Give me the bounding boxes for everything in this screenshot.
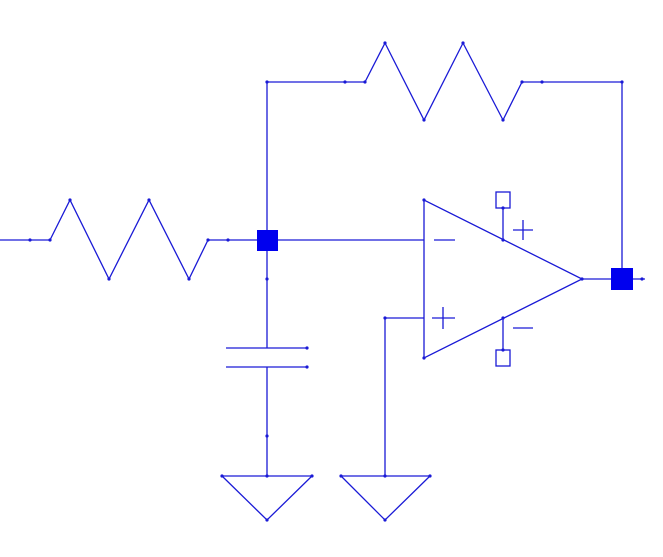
input-resistor-zigzag [49,198,228,281]
ground-right [339,475,432,521]
summing-node[interactable] [257,230,278,251]
positive-supply-terminal [495,191,511,209]
non-inverting-input-wire [384,317,424,476]
capacitor [226,249,307,476]
negative-supply-terminal [495,349,511,367]
input-resistor [0,198,258,281]
connection-dots [28,41,644,522]
ground-left [220,475,314,521]
feedback-resistor [266,41,623,268]
op-amp [423,191,584,367]
feedback-resistor-zigzag [364,41,523,122]
feedback-wire-right [522,81,623,268]
feedback-wire-left [266,81,365,231]
output-node[interactable] [611,268,633,290]
